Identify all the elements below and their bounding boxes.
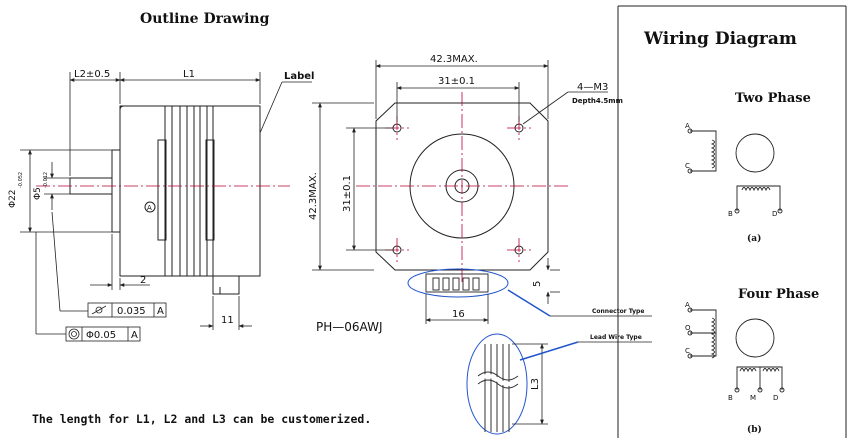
two-phase-caption: (a) (747, 233, 761, 244)
dim-height: 42.3MAX. (308, 172, 319, 220)
dim-16: 16 (452, 309, 465, 320)
two-phase-term-c: C (685, 162, 690, 170)
thread-leader (522, 91, 569, 125)
connector-type-label: Connector Type (592, 308, 644, 315)
four-phase-term-b: B (728, 394, 733, 402)
dim-16-lines (425, 294, 489, 324)
thread-depth: Depth4.5mm (572, 97, 623, 105)
four-phase-caption: (b) (747, 424, 762, 435)
wiring-title: Wiring Diagram (643, 29, 797, 49)
dim-2: 2 (140, 275, 146, 286)
label-callout: Label (284, 71, 315, 82)
connector-highlight (407, 268, 509, 298)
tol-conc-value: Φ0.05 (86, 330, 116, 341)
front-centerlines (356, 92, 570, 282)
dim-hole-spacing-v: 31±0.1 (342, 175, 353, 212)
label-leader (259, 81, 283, 134)
dim-l1: L1 (183, 69, 195, 80)
four-phase-title: Four Phase (738, 287, 819, 302)
lead-wire-highlight (466, 333, 528, 435)
dim-l2: L2±0.5 (74, 69, 110, 80)
front-top-dims (375, 60, 549, 122)
two-phase-term-d: D (772, 210, 777, 218)
four-phase-term-o: O (685, 324, 691, 332)
front-left-dims (312, 102, 393, 271)
four-phase-diagram (687, 307, 785, 393)
four-phase-term-d: D (773, 394, 778, 402)
two-phase-term-b: B (728, 210, 733, 218)
side-view (69, 105, 261, 295)
lead-wire-label: Lead Wire Type (590, 334, 642, 341)
tol-conc-frame (35, 232, 141, 342)
four-phase-term-m: M (750, 394, 756, 402)
connector-type-leader (507, 289, 551, 317)
dim-shaft-dia-tol: -0.052 (18, 172, 24, 188)
connector-model: PH—06AWJ (316, 320, 383, 334)
dim-l3-lines (512, 343, 548, 425)
lead-wires (476, 344, 520, 432)
tol-conc-datum: A (131, 330, 138, 341)
dim-l3: L3 (530, 378, 541, 390)
dim-shaft-small: Φ5 (33, 187, 43, 200)
four-phase-term-a: A (685, 301, 690, 309)
two-phase-title: Two Phase (735, 91, 811, 106)
dim-hole-spacing: 31±0.1 (438, 76, 475, 87)
connector-body (425, 273, 489, 293)
dim-11-lines (200, 296, 252, 330)
lead-wire-leader (519, 341, 579, 361)
datum-a-symbol (144, 201, 156, 213)
tol-runout-frame (51, 211, 167, 318)
dim-width: 42.3MAX. (430, 54, 478, 65)
dim-shaft-small-tol: -0.012 (43, 172, 49, 188)
two-phase-term-a: A (685, 122, 690, 130)
svg-text:A: A (147, 204, 152, 212)
thread-label: 4—M3 (577, 82, 608, 93)
dim-5-lines (546, 258, 560, 304)
tol-runout-datum: A (157, 306, 164, 317)
side-left-dims (20, 149, 112, 233)
tol-runout-value: 0.035 (117, 306, 146, 317)
dim-2-lines (90, 234, 150, 290)
footnote: The length for L1, L2 and L3 can be cust… (32, 412, 371, 426)
four-phase-term-c: C (685, 347, 690, 355)
outline-title: Outline Drawing (140, 11, 270, 27)
wiring-frame (617, 5, 847, 438)
dim-shaft-dia: Φ22 (8, 189, 18, 208)
dim-11: 11 (221, 315, 234, 326)
side-top-dims (69, 72, 261, 176)
dim-5: 5 (532, 281, 543, 287)
two-phase-diagram (687, 128, 783, 214)
